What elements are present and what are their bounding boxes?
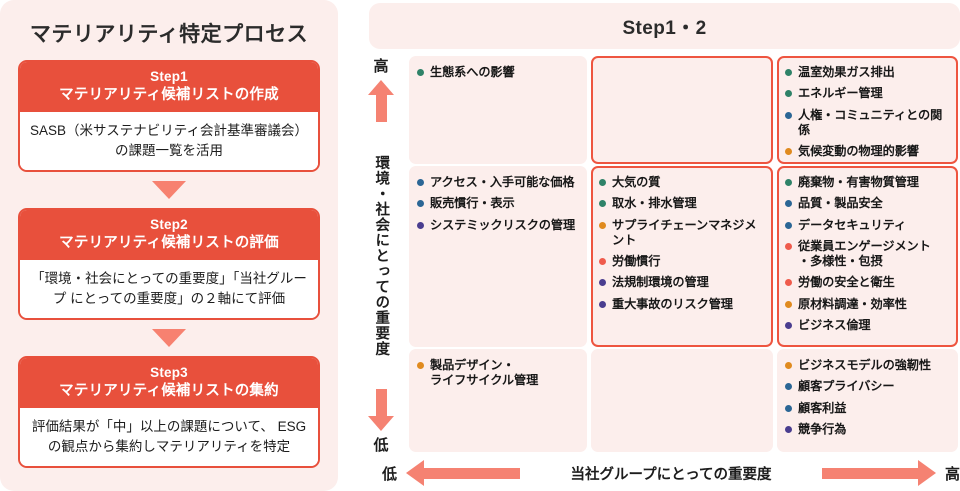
matrix-cell-list: 廃棄物・有害物質管理品質・製品安全データセキュリティ従業員エンゲージメント ・多… [785,175,952,333]
y-axis-high-label: 高 [373,58,389,75]
matrix-item: 温室効果ガス排出 [785,65,952,80]
step-card-2-header: Step2 マテリアリティ候補リストの評価 [20,210,318,260]
step-card-3: Step3 マテリアリティ候補リストの集約 評価結果が「中」以上の課題について、… [18,356,320,469]
x-axis-label: 当社グループにとっての重要度 [570,466,772,483]
matrix-cell-低-中: アクセス・入手可能な価格販売慣行・表示システミックリスクの管理 [409,166,587,347]
step-card-3-title: マテリアリティ候補リストの集約 [59,382,279,399]
matrix-item: 廃棄物・有害物質管理 [785,175,952,190]
x-axis-low-label: 低 [382,465,398,483]
matrix-cell-list: 製品デザイン・ ライフサイクル管理 [417,358,581,388]
matrix-item: ビジネスモデルの強靭性 [785,358,952,373]
matrix-item: 大気の質 [599,175,767,190]
step-card-1-number: Step1 [150,69,188,84]
arrow-left-icon [406,460,521,486]
step-card-1: Step1 マテリアリティ候補リストの作成 SASB（米サステナビリティ会計基準… [18,60,320,173]
matrix-item: 販売慣行・表示 [417,196,581,211]
flow-arrow-down-icon-2 [152,329,186,348]
matrix-item: エネルギー管理 [785,86,952,101]
arrow-right-icon [821,460,936,486]
step-card-1-header: Step1 マテリアリティ候補リストの作成 [20,62,318,112]
flow-arrow-down-icon [152,181,186,200]
matrix-cell-list: 大気の質取水・排水管理サプライチェーンマネジメント労働慣行法規制環境の管理重大事… [599,175,767,312]
x-axis: 低 当社グループにとっての重要度 高 [382,458,960,488]
matrix-item: 原材料調達・効率性 [785,297,952,312]
step-card-3-header: Step3 マテリアリティ候補リストの集約 [20,358,318,409]
x-axis-high-label: 高 [944,465,960,483]
matrix-cell-list: アクセス・入手可能な価格販売慣行・表示システミックリスクの管理 [417,175,581,233]
process-panel-title: マテリアリティ特定プロセス [29,23,309,46]
step-card-1-title: マテリアリティ候補リストの作成 [59,86,279,103]
y-axis-label: 環境・社会にとっての重要度 [373,154,390,357]
matrix-item: 取水・排水管理 [599,196,767,211]
matrix-item: 重大事故のリスク管理 [599,297,767,312]
matrix-item: 労働慣行 [599,254,767,269]
matrix-cell-中-低 [591,349,773,452]
matrix-cell-中-中: 大気の質取水・排水管理サプライチェーンマネジメント労働慣行法規制環境の管理重大事… [591,166,773,347]
step-card-3-body: 評価結果が「中」以上の課題について、 ESGの観点から集約しマテリアリティを特定 [20,408,318,467]
matrix-panel-title: Step1・2 [369,3,960,49]
matrix-cell-高-高: 温室効果ガス排出エネルギー管理人権・コミュニティとの関係気候変動の物理的影響 [777,56,958,164]
y-axis-low-label: 低 [373,437,389,454]
step-card-2-body: 「環境・社会にとっての重要度」「当社グループ にとっての重要度」の２軸にて評価 [20,260,318,319]
process-panel: マテリアリティ特定プロセス Step1 マテリアリティ候補リストの作成 SASB… [0,0,338,491]
matrix-item: 製品デザイン・ ライフサイクル管理 [417,358,581,388]
matrix-item: 労働の安全と衛生 [785,275,952,290]
matrix-item: サプライチェーンマネジメント [599,218,767,248]
matrix-cell-低-高: 生態系への影響 [409,56,587,164]
matrix-item: 気候変動の物理的影響 [785,144,952,159]
step-card-3-number: Step3 [150,365,188,381]
matrix-item: 品質・製品安全 [785,196,952,211]
step-card-2-title: マテリアリティ候補リストの評価 [59,234,279,251]
matrix-cell-高-低: ビジネスモデルの強靭性顧客プライバシー顧客利益競争行為 [777,349,958,452]
step-card-2-number: Step2 [150,217,188,233]
matrix-item: データセキュリティ [785,218,952,233]
matrix-item: 生態系への影響 [417,65,581,80]
matrix-cell-高-中: 廃棄物・有害物質管理品質・製品安全データセキュリティ従業員エンゲージメント ・多… [777,166,958,347]
step-card-1-body: SASB（米サステナビリティ会計基準審議会） の課題一覧を活用 [20,111,318,171]
matrix-cell-list: 温室効果ガス排出エネルギー管理人権・コミュニティとの関係気候変動の物理的影響 [785,65,952,159]
arrow-up-icon [368,80,394,122]
matrix-cell-list: ビジネスモデルの強靭性顧客プライバシー顧客利益競争行為 [785,358,952,437]
matrix-item: 顧客利益 [785,401,952,416]
matrix-item: アクセス・入手可能な価格 [417,175,581,190]
matrix-cell-中-高 [591,56,773,164]
matrix-item: 顧客プライバシー [785,379,952,394]
matrix-item: 従業員エンゲージメント ・多様性・包摂 [785,239,952,269]
materiality-matrix-grid: 生態系への影響 温室効果ガス排出エネルギー管理人権・コミュニティとの関係気候変動の… [407,55,960,453]
matrix-item: 競争行為 [785,422,952,437]
matrix-item: 人権・コミュニティとの関係 [785,108,952,138]
step-card-2: Step2 マテリアリティ候補リストの評価 「環境・社会にとっての重要度」「当社… [18,208,320,321]
matrix-cell-低-低: 製品デザイン・ ライフサイクル管理 [409,349,587,452]
matrix-item: 法規制環境の管理 [599,275,767,290]
matrix-item: システミックリスクの管理 [417,218,581,233]
matrix-item: ビジネス倫理 [785,318,952,333]
y-axis: 高 環境・社会にとっての重要度 低 [355,55,407,455]
matrix-panel: Step1・2 高 環境・社会にとっての重要度 低 生態系への影響 温室効果ガス排… [352,0,960,491]
arrow-down-icon [368,389,394,431]
matrix-cell-list: 生態系への影響 [417,65,581,80]
